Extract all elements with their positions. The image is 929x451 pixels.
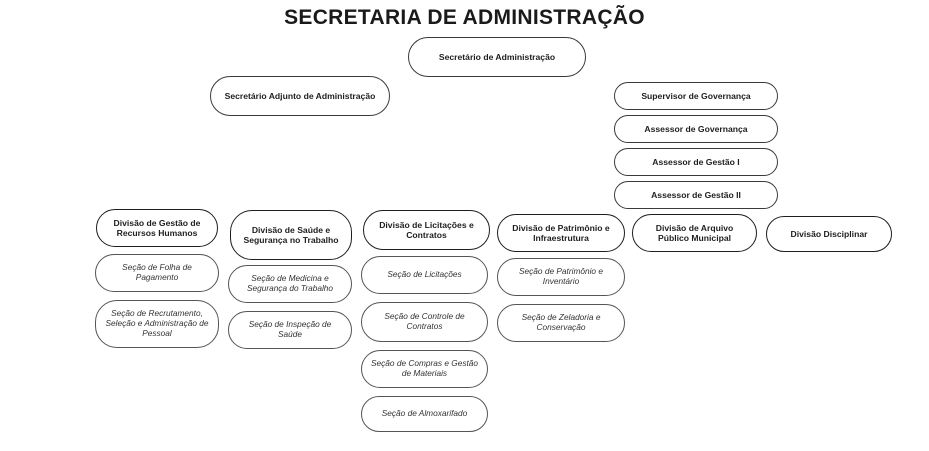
division-recursos-humanos: Divisão de Gestão de Recursos Humanos <box>96 209 218 247</box>
staff-assessor-governanca: Assessor de Governança <box>614 115 778 143</box>
section-compras-materiais: Seção de Compras e Gestão de Materiais <box>361 350 488 388</box>
section-patrimonio-inventario: Seção de Patrimônio e Inventário <box>497 258 625 296</box>
division-disciplinar: Divisão Disciplinar <box>766 216 892 252</box>
page-title: SECRETARIA DE ADMINISTRAÇÃO <box>284 6 645 29</box>
staff-assessor-gestao-2: Assessor de Gestão II <box>614 181 778 209</box>
division-arquivo-publico: Divisão de Arquivo Público Municipal <box>632 214 757 252</box>
secretario-adjunto-box: Secretário Adjunto de Administração <box>210 76 390 116</box>
staff-supervisor-governanca: Supervisor de Governança <box>614 82 778 110</box>
section-almoxarifado: Seção de Almoxarifado <box>361 396 488 432</box>
division-patrimonio-infraestrutura: Divisão de Patrimônio e Infraestrutura <box>497 214 625 252</box>
section-folha-pagamento: Seção de Folha de Pagamento <box>95 254 219 292</box>
section-inspecao-saude: Seção de Inspeção de Saúde <box>228 311 352 349</box>
section-controle-contratos: Seção de Controle de Contratos <box>361 302 488 342</box>
section-recrutamento-selecao: Seção de Recrutamento, Seleção e Adminis… <box>95 300 219 348</box>
staff-assessor-gestao-1: Assessor de Gestão I <box>614 148 778 176</box>
division-licitacoes-contratos: Divisão de Licitações e Contratos <box>363 210 490 250</box>
secretario-box: Secretário de Administração <box>408 37 586 77</box>
division-saude-seguranca: Divisão de Saúde e Segurança no Trabalho <box>230 210 352 260</box>
section-medicina-seguranca: Seção de Medicina e Segurança do Trabalh… <box>228 265 352 303</box>
section-zeladoria-conservacao: Seção de Zeladoria e Conservação <box>497 304 625 342</box>
section-licitacoes: Seção de Licitações <box>361 256 488 294</box>
